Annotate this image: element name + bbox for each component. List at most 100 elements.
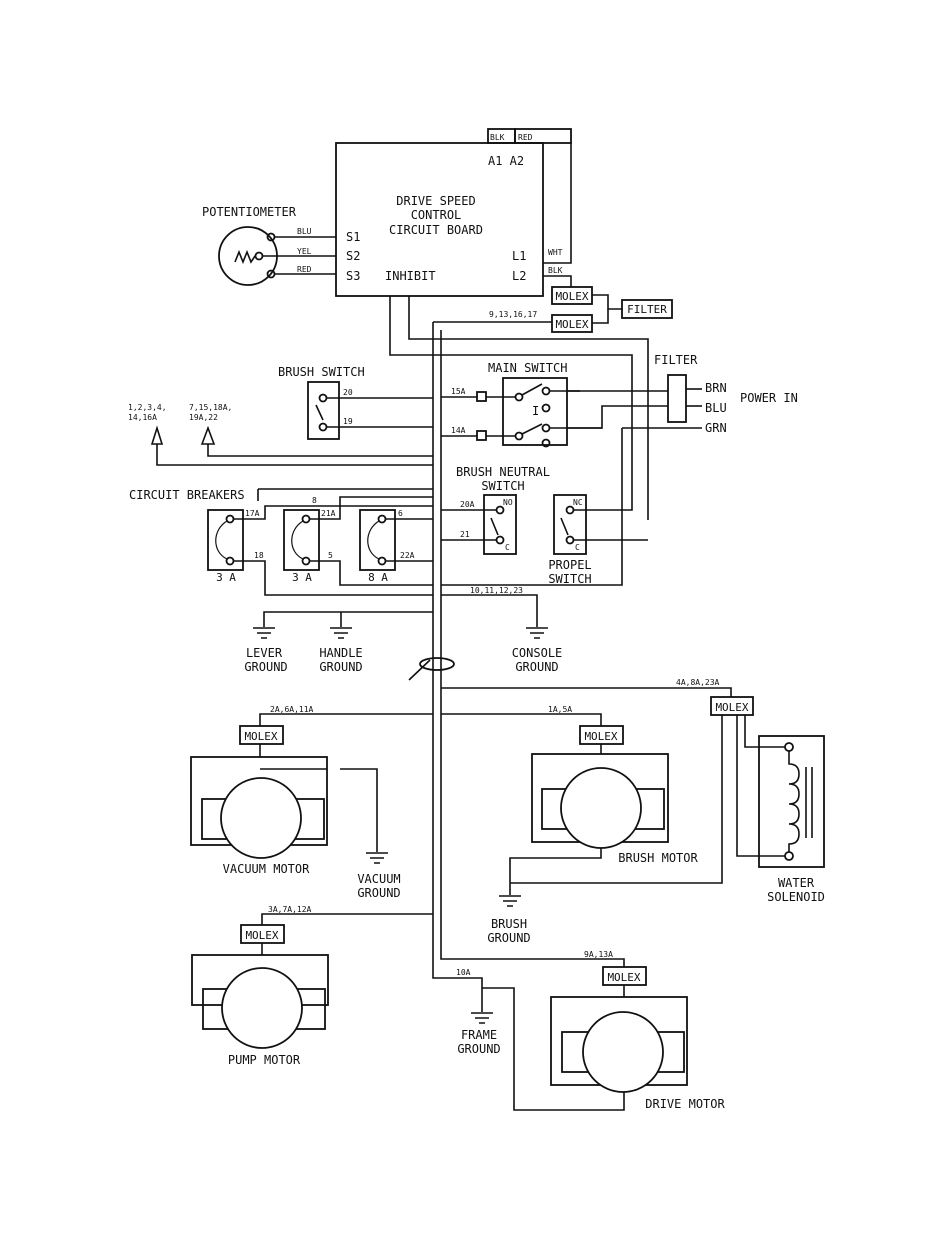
console-ground-line1: CONSOLE xyxy=(512,646,563,660)
wire-bundle-top-label: 9,13,16,17 xyxy=(489,310,537,319)
lever-ground-line2: GROUND xyxy=(244,660,287,674)
wire-4a-8a-23a: 4A,8A,23A xyxy=(676,678,720,687)
wire-18: 18 xyxy=(254,551,264,560)
molex-vacuum: MOLEX xyxy=(244,730,277,743)
water-solenoid: 4A,8A,23A MOLEX WATER SOLENOID xyxy=(441,678,825,904)
water-solenoid-line2: SOLENOID xyxy=(767,890,825,904)
wire-blu-pot: BLU xyxy=(297,227,312,236)
vacuum-ground-line1: VACUUM xyxy=(357,872,400,886)
molex-drive: MOLEX xyxy=(607,971,640,984)
bn-c: C xyxy=(505,543,510,552)
grounds-row: 10,11,12,23 LEVER GROUND HANDLE GROUND C… xyxy=(244,586,562,674)
wire-21a: 21A xyxy=(321,509,336,518)
propel-c: C xyxy=(575,543,580,552)
plug-right-line2: 19A,22 xyxy=(189,413,218,422)
power-grn: GRN xyxy=(705,421,727,435)
main-switch-assembly: FILTER BRN BLU GRN POWER IN MAIN SWITCH … xyxy=(441,353,798,586)
circuit-breakers-label: CIRCUIT BREAKERS xyxy=(129,488,245,502)
power-blu: BLU xyxy=(705,401,727,415)
power-brn: BRN xyxy=(705,381,727,395)
terminal-s3: S3 xyxy=(346,269,360,283)
brush-ground-line2: GROUND xyxy=(487,931,530,945)
board-title-line1: DRIVE SPEED xyxy=(396,194,475,208)
wire-20: 20 xyxy=(343,388,353,397)
top-right-connectors: MOLEX MOLEX FILTER 9,13,16,17 xyxy=(389,286,673,520)
wire-21: 21 xyxy=(460,530,470,539)
wire-1a-5a: 1A,5A xyxy=(548,705,572,714)
wire-5: 5 xyxy=(328,551,333,560)
wire-10-11-12-23: 10,11,12,23 xyxy=(470,586,523,595)
wire-17a: 17A xyxy=(245,509,260,518)
wire-8: 8 xyxy=(312,496,317,505)
handle-ground-line1: HANDLE xyxy=(319,646,362,660)
wire-red-top: RED xyxy=(518,133,533,142)
propel-label-line2: SWITCH xyxy=(548,572,591,586)
propel-label-line1: PROPEL xyxy=(548,558,591,572)
wire-15a: 15A xyxy=(451,387,466,396)
molex-brush: MOLEX xyxy=(584,730,617,743)
wire-2a-6a-11a: 2A,6A,11A xyxy=(270,705,314,714)
wire-6: 6 xyxy=(398,509,403,518)
potentiometer: POTENTIOMETER BLU YEL RED xyxy=(202,205,336,286)
molex-top-2: MOLEX xyxy=(555,318,588,331)
breaker-2-rating: 3 A xyxy=(292,571,312,584)
terminal-l1: L1 xyxy=(512,249,526,263)
drive-motor-label: DRIVE MOTOR xyxy=(645,1097,725,1111)
board-title-line3: CIRCUIT BOARD xyxy=(389,223,483,237)
terminal-l2: L2 xyxy=(512,269,526,283)
plug-left-line1: 1,2,3,4, xyxy=(128,403,167,412)
filter-label: FILTER xyxy=(654,353,698,367)
wire-9a-13a: 9A,13A xyxy=(584,950,613,959)
wire-blk-top: BLK xyxy=(490,133,505,142)
board-title-line2: CONTROL xyxy=(411,208,462,222)
wire-20a: 20A xyxy=(460,500,475,509)
brush-neutral-switch: BRUSH NEUTRAL SWITCH NO C 20A 21 xyxy=(441,465,550,555)
breaker-1-rating: 3 A xyxy=(216,571,236,584)
main-switch-label: MAIN SWITCH xyxy=(488,361,567,375)
brush-motor: 1A,5A MOLEX BRUSH MOTOR BRUSH GROUND xyxy=(441,705,699,945)
brush-neutral-label-line1: BRUSH NEUTRAL xyxy=(456,465,550,479)
main-switch-position: I xyxy=(532,404,539,418)
molex-top-1: MOLEX xyxy=(555,290,588,303)
filter-box-label: FILTER xyxy=(627,303,667,316)
plug-left-line2: 14,16A xyxy=(128,413,157,422)
harness-plugs: 1,2,3,4, 14,16A 7,15,18A, 19A,22 xyxy=(128,403,433,466)
wire-14a: 14A xyxy=(451,426,466,435)
pump-motor: 3A,7A,12A MOLEX PUMP MOTOR xyxy=(191,905,433,1067)
vacuum-ground-line2: GROUND xyxy=(357,886,400,900)
breaker-3-rating: 8 A xyxy=(368,571,388,584)
wire-wht: WHT xyxy=(548,248,563,257)
handle-ground-line2: GROUND xyxy=(319,660,362,674)
terminal-s1: S1 xyxy=(346,230,360,244)
vacuum-motor-label: VACUUM MOTOR xyxy=(223,862,310,876)
drive-speed-control-board: BLK RED A1 A2 DRIVE SPEED CONTROL CIRCUI… xyxy=(335,128,572,297)
brush-switch: BRUSH SWITCH 20 19 xyxy=(278,365,433,440)
brush-ground-line1: BRUSH xyxy=(491,917,527,931)
wire-red-pot: RED xyxy=(297,265,312,274)
wire-blk-l2: BLK xyxy=(548,266,563,275)
wire-22a: 22A xyxy=(400,551,415,560)
wire-19: 19 xyxy=(343,417,353,426)
power-in-label: POWER IN xyxy=(740,391,798,405)
vacuum-motor: 2A,6A,11A MOLEX VACUUM MOTOR VACUUM GROU… xyxy=(190,705,433,900)
terminal-inhibit: INHIBIT xyxy=(385,269,436,283)
wire-10a: 10A xyxy=(456,968,471,977)
frame-ground-line2: GROUND xyxy=(457,1042,500,1056)
potentiometer-label: POTENTIOMETER xyxy=(202,205,297,219)
terminal-s2: S2 xyxy=(346,249,360,263)
frame-ground-line1: FRAME xyxy=(461,1028,497,1042)
water-solenoid-line1: WATER xyxy=(778,876,815,890)
molex-pump: MOLEX xyxy=(245,929,278,942)
main-harness xyxy=(408,322,455,955)
bn-no: NO xyxy=(503,498,513,507)
molex-solenoid: MOLEX xyxy=(715,701,748,714)
lever-ground-line1: LEVER xyxy=(246,646,283,660)
propel-switch: NC C PROPEL SWITCH xyxy=(548,494,648,586)
brush-switch-label: BRUSH SWITCH xyxy=(278,365,365,379)
circuit-breakers: CIRCUIT BREAKERS 3 A 3 A 8 A 17A 18 8 21… xyxy=(129,488,433,596)
wire-yel-pot: YEL xyxy=(297,247,312,256)
frame-ground: 10A FRAME GROUND xyxy=(432,955,501,1056)
pump-motor-label: PUMP MOTOR xyxy=(228,1053,301,1067)
wire-3a-7a-12a: 3A,7A,12A xyxy=(268,905,312,914)
